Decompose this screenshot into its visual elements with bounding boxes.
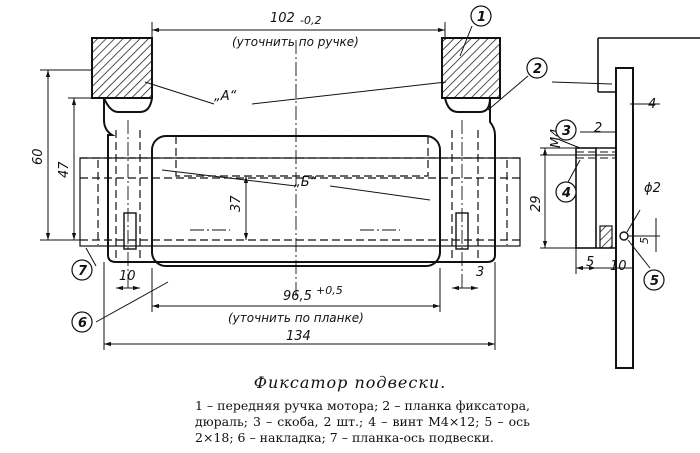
dim-47: 47 — [57, 161, 72, 178]
dim-side-2: 2 — [594, 121, 602, 136]
side-view — [540, 37, 700, 369]
dim-134: 134 — [286, 329, 311, 344]
dim-side-5a: 5 — [638, 237, 651, 244]
dim-side-29: 29 — [529, 195, 544, 212]
front-view — [40, 22, 529, 350]
callout-5: 5 — [650, 274, 659, 289]
dim-10: 10 — [119, 269, 136, 284]
dim-side-5b: 5 — [586, 255, 594, 270]
dim-60: 60 — [31, 148, 46, 165]
callouts — [71, 5, 665, 333]
callout-7: 7 — [78, 264, 88, 279]
callout-2: 2 — [533, 62, 542, 77]
dim-side-10: 10 — [610, 259, 627, 274]
callout-numbers: 1 2 3 4 5 6 7 — [78, 10, 659, 331]
dim-96-5: 96,5 — [283, 289, 312, 304]
callout-6: 6 — [78, 316, 87, 331]
plate-outline — [103, 98, 496, 263]
axle-side — [619, 231, 629, 241]
handle-section-left — [91, 37, 153, 99]
plate-side — [615, 67, 634, 369]
dim-102-tol: -0,2 — [300, 14, 321, 27]
dim-96-5-tol: +0,5 — [316, 284, 343, 297]
callout-4: 4 — [561, 186, 571, 201]
legend-line-2: дюраль; 3 – скоба, 2 шт.; 4 – винт М4×12… — [195, 414, 530, 429]
callout-3: 3 — [562, 124, 571, 139]
figure-legend: 1 – передняя ручка мотора; 2 – планка фи… — [195, 398, 530, 446]
figure-title: Фиксатор подвески. — [253, 373, 447, 392]
dimension-labels: 102 -0,2 (уточнить по ручке) 60 47 37 10… — [31, 11, 661, 344]
dim-inner-note: (уточнить по планке) — [228, 311, 364, 325]
dim-side-4: 4 — [648, 97, 656, 112]
label-a: „А“ — [214, 89, 237, 104]
legend-line-3: 2×18; 6 – накладка; 7 – планка-ось подве… — [195, 430, 494, 445]
dim-37: 37 — [229, 195, 244, 212]
legend-line-1: 1 – передняя ручка мотора; 2 – планка фи… — [195, 398, 530, 413]
dim-102: 102 — [270, 11, 295, 26]
dim-side-phi2: ϕ2 — [644, 181, 661, 196]
label-b: „Б“ — [294, 175, 317, 190]
dim-top-note: (уточнить по ручке) — [232, 35, 359, 49]
callout-1: 1 — [477, 10, 486, 25]
handle-section-right — [441, 37, 501, 99]
dim-3: 3 — [476, 265, 484, 280]
bracket-side — [575, 147, 597, 249]
